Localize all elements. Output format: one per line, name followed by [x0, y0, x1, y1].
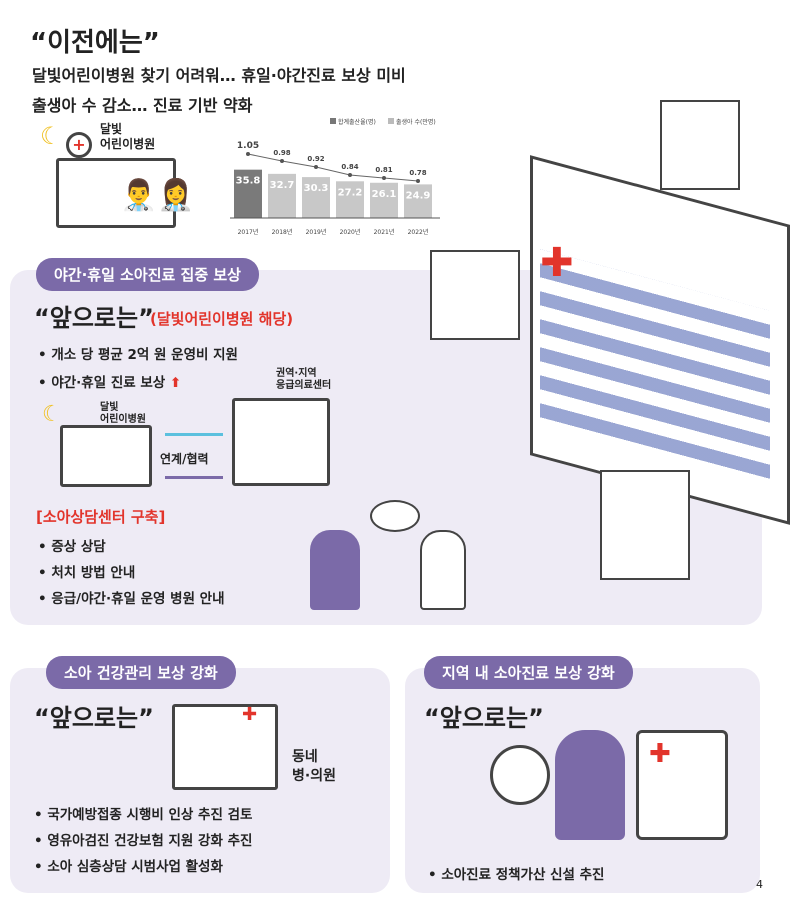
bar-value-label: 24.9 — [406, 190, 431, 201]
before-line2: 출생아 수 감소… 진료 기반 약화 — [32, 96, 253, 115]
x-tick-label: 2022년 — [408, 228, 429, 236]
x-tick-label: 2017년 — [238, 228, 259, 236]
section1-quote: “앞으로는” — [34, 304, 154, 332]
line-point — [246, 152, 250, 156]
line-point — [280, 159, 284, 163]
line-point — [382, 176, 386, 180]
x-tick-label: 2018년 — [272, 228, 293, 236]
cross-icon: ✚ — [242, 704, 258, 725]
fertility-line — [247, 153, 419, 182]
bar-value-label: 32.7 — [270, 180, 295, 191]
section1-quote-note: (달빛어린이병원 해당) — [150, 310, 294, 328]
legend-swatch — [388, 118, 394, 124]
bar — [268, 173, 296, 218]
right-hospital-label: 권역·지역 응급의료센터 — [276, 368, 332, 391]
bar — [336, 181, 364, 218]
bar — [234, 169, 262, 218]
clinic-building — [172, 704, 278, 790]
section2-bullet: • 국가예방접종 시행비 인상 추진 검토 — [34, 807, 253, 823]
page-number: 4 — [756, 878, 763, 891]
section1-center-bullet: • 처치 방법 안내 — [38, 565, 136, 581]
section2-bullet: • 소아 심층상담 시범사업 활성화 — [34, 859, 223, 875]
doctors-icon: 👨‍⚕️👩‍⚕️ — [120, 178, 195, 213]
line-point — [416, 179, 420, 183]
moonlight-hospital-illustration: ☾ + 달빛 어린이병원 👨‍⚕️👩‍⚕️ — [36, 118, 226, 233]
x-tick-label: 2021년 — [374, 228, 395, 236]
clinic-label: 동네 병·의원 — [292, 749, 336, 784]
section3-tag: 지역 내 소아진료 보상 강화 — [424, 656, 633, 689]
bar-value-label: 27.2 — [338, 187, 363, 198]
cross-icon: + — [66, 132, 92, 158]
line-value-label: 0.81 — [375, 166, 392, 174]
x-tick-label: 2020년 — [340, 228, 361, 236]
section2-tag: 소아 건강관리 보상 강화 — [46, 656, 236, 689]
line-value-label: 0.84 — [341, 163, 358, 171]
section1-bullet: • 야간·휴일 진료 보상 ⬆ — [38, 375, 182, 391]
moon-icon: ☾ — [42, 402, 62, 427]
section1-bullet: • 개소 당 평균 2억 원 운영비 지원 — [38, 347, 238, 363]
line-point — [348, 173, 352, 177]
clipboard-icon: ✚ — [636, 730, 728, 840]
before-title: “이전에는” — [30, 28, 160, 58]
up-arrow-icon: ⬆ — [169, 375, 182, 391]
arrow-left-icon — [165, 433, 223, 436]
speech-bubble-icon — [370, 500, 420, 532]
section2-quote: “앞으로는” — [34, 704, 154, 732]
line-value-label: 1.05 — [237, 141, 259, 151]
section3-quote: “앞으로는” — [424, 704, 544, 732]
section3-bullet: • 소아진료 정책가산 신설 추진 — [428, 867, 605, 883]
phone-counsel-illustration — [300, 500, 470, 610]
baby-illustration — [490, 745, 550, 805]
bar — [370, 182, 398, 218]
section1-center-bullet: • 응급/야간·휴일 운영 병원 안내 — [38, 591, 225, 607]
bar-value-label: 30.3 — [304, 183, 329, 194]
left-hospital-label: 달빛 어린이병원 — [100, 402, 146, 425]
arrow-right-icon — [165, 476, 223, 479]
bar-value-label: 26.1 — [372, 189, 397, 200]
bar-value-label: 35.8 — [236, 176, 261, 187]
x-tick-label: 2019년 — [306, 228, 327, 236]
section1-center-bullet: • 증상 상담 — [38, 539, 106, 555]
legend-swatch — [330, 118, 336, 124]
cross-icon: ✚ — [540, 240, 574, 286]
bar — [302, 177, 330, 218]
link-label: 연계/협력 — [160, 452, 209, 466]
emergency-center-building — [232, 398, 330, 486]
section2-bullet: • 영유아검진 건강보험 지원 강화 추진 — [34, 833, 253, 849]
line-value-label: 0.92 — [307, 155, 324, 163]
hospital-label: 달빛 어린이병원 — [100, 122, 156, 151]
legend-label: 합계출산율(명) — [338, 118, 376, 126]
legend-label: 출생아 수(만명) — [396, 118, 436, 126]
large-hospital-illustration: ✚ — [430, 100, 800, 600]
bar — [404, 184, 432, 218]
line-value-label: 0.78 — [409, 169, 426, 177]
before-line1: 달빛어린이병원 찾기 어려워… 휴일·야간진료 보상 미비 — [32, 66, 406, 85]
moon-icon: ☾ — [40, 122, 62, 150]
counsel-center-title: [소아상담센터 구축] — [36, 508, 166, 526]
births-chart: 합계출산율(명) 출생아 수(만명) 35.8 2017년 32.7 2018년 30.3 2… — [230, 118, 440, 236]
section1-tag: 야간·휴일 소아진료 집중 보상 — [36, 258, 259, 291]
line-value-label: 0.98 — [273, 149, 290, 157]
moonlight-hospital-building — [60, 425, 152, 487]
line-point — [314, 165, 318, 169]
parent-illustration — [555, 730, 625, 840]
